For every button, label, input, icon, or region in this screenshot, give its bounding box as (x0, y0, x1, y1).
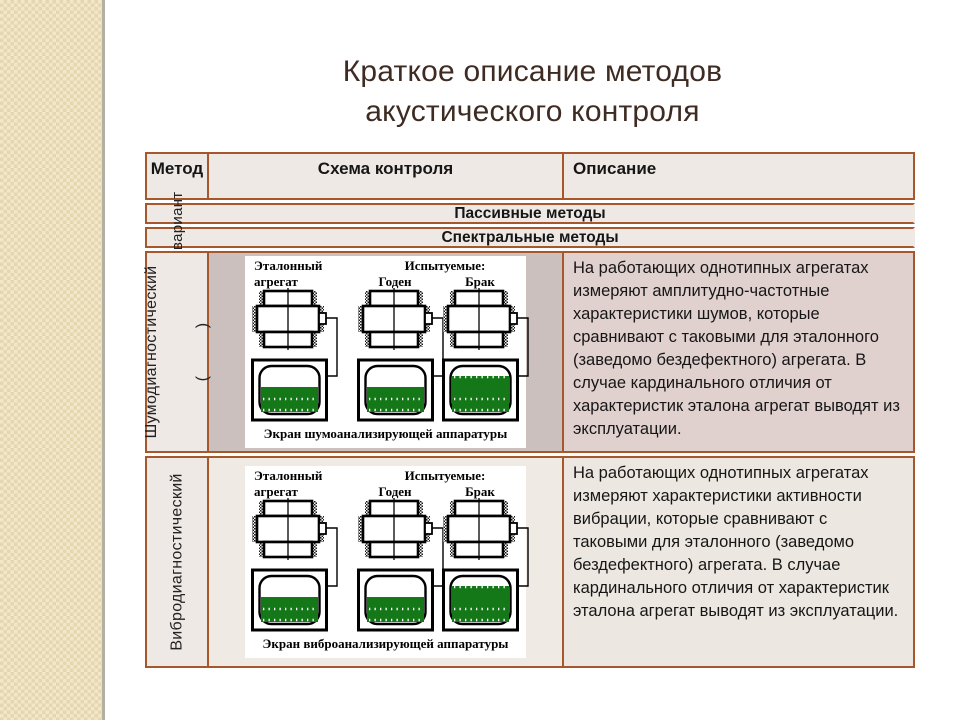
header-method: Метод (145, 152, 209, 200)
label-defective-unit: Брак (465, 274, 495, 289)
method-name-noise-suffix: ( ) (194, 322, 211, 382)
table-row-vibration-diagnostic: Вибродиагностический Эталонный агрегат И… (145, 456, 915, 668)
scheme-cell-noise: Эталонный агрегат Испытуемые: Годен Брак… (209, 251, 564, 453)
defective-unit-with-screen-icon (442, 288, 530, 422)
title-line-1: Краткое описание методов (342, 55, 723, 88)
defective-unit-with-screen-icon (442, 498, 530, 632)
vibration-scheme-diagram: Эталонный агрегат Испытуемые: Годен Брак… (245, 466, 530, 658)
good-unit-with-screen-icon (357, 288, 445, 422)
noise-scheme-diagram: Эталонный агрегат Испытуемые: Годен Брак… (245, 256, 530, 448)
table-header-row: Метод Схема контроля Описание (145, 152, 915, 200)
header-scheme: Схема контроля (209, 152, 564, 200)
table-row-noise-diagnostic: Шумодиагностический ( ) Эталонный агрега… (143, 251, 915, 453)
diagram-caption-vibration: Экран виброанализирующей аппаратуры (262, 636, 509, 651)
slide-title: Краткое описание методов акустического к… (120, 52, 945, 132)
method-name-noise: Шумодиагностический (143, 265, 160, 439)
label-units-under-test: Испытуемые: (404, 258, 486, 273)
group-label-passive: Пассивные методы (145, 203, 915, 224)
method-name-cell: Шумодиагностический ( ) (143, 251, 211, 453)
scheme-cell-vibration: Эталонный агрегат Испытуемые: Годен Брак… (209, 456, 564, 668)
label-units-under-test: Испытуемые: (404, 468, 486, 483)
label-reference-unit: Эталонный агрегат (254, 468, 323, 499)
reference-unit-with-screen-icon (251, 288, 339, 422)
method-name-cell: Вибродиагностический (145, 456, 209, 668)
good-unit-with-screen-icon (357, 498, 445, 632)
group-row-passive-methods: Пассивные методы (145, 203, 915, 224)
decorative-left-strip (0, 0, 105, 720)
diagram-caption-noise: Экран шумоанализирующей аппаратуры (263, 426, 508, 441)
label-good-unit: Годен (378, 274, 412, 289)
title-line-2: акустического контроля (365, 95, 700, 128)
group-label-spectral: Спектральные методы (145, 227, 915, 248)
label-defective-unit: Брак (465, 484, 495, 499)
description-cell-vibration: На работающих однотипных агрегатах измер… (564, 456, 915, 668)
variant-rotated-text: вариант (169, 191, 186, 250)
header-description: Описание (564, 152, 915, 200)
method-name-vibration: Вибродиагностический (168, 473, 186, 651)
group-row-spectral-methods: Спектральные методы (145, 227, 915, 248)
reference-unit-with-screen-icon (251, 498, 339, 632)
description-cell-noise: На работающих однотипных агрегатах измер… (564, 251, 915, 453)
label-good-unit: Годен (378, 484, 412, 499)
methods-table: Метод Схема контроля Описание Пассивные … (143, 149, 915, 671)
label-reference-unit: Эталонный агрегат (254, 258, 323, 289)
